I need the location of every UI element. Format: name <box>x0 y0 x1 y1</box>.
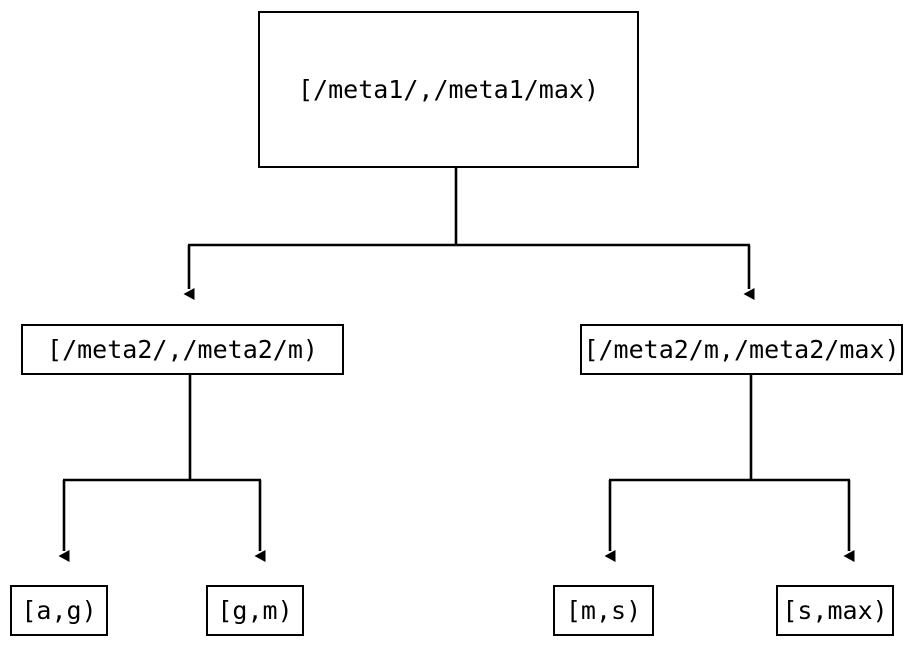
node-leaf-1-label: [a,g) <box>21 596 97 625</box>
node-leaf-3-label: [m,s) <box>565 596 642 625</box>
node-leaf-3[interactable]: [m,s) <box>553 585 654 636</box>
node-leaf-2-label: [g,m) <box>217 596 293 625</box>
node-leaf-2[interactable]: [g,m) <box>206 585 304 636</box>
node-leaf-1[interactable]: [a,g) <box>10 585 108 636</box>
node-root-label: [/meta1/,/meta1/max) <box>297 75 600 104</box>
node-leaf-4-label: [s,max) <box>782 596 888 625</box>
edge-mid-left-to-leaf-1 <box>58 375 261 562</box>
node-mid-right-label: [/meta2/m,/meta2/max) <box>583 335 900 364</box>
edge-mid-right-to-leaf-3 <box>604 375 850 562</box>
node-mid-right[interactable]: [/meta2/m,/meta2/max) <box>580 324 903 375</box>
node-root[interactable]: [/meta1/,/meta1/max) <box>258 11 639 168</box>
node-mid-left[interactable]: [/meta2/,/meta2/m) <box>21 324 344 375</box>
edge-root-to-mid-left <box>183 168 750 300</box>
node-mid-left-label: [/meta2/,/meta2/m) <box>47 335 318 364</box>
node-leaf-4[interactable]: [s,max) <box>776 585 894 636</box>
